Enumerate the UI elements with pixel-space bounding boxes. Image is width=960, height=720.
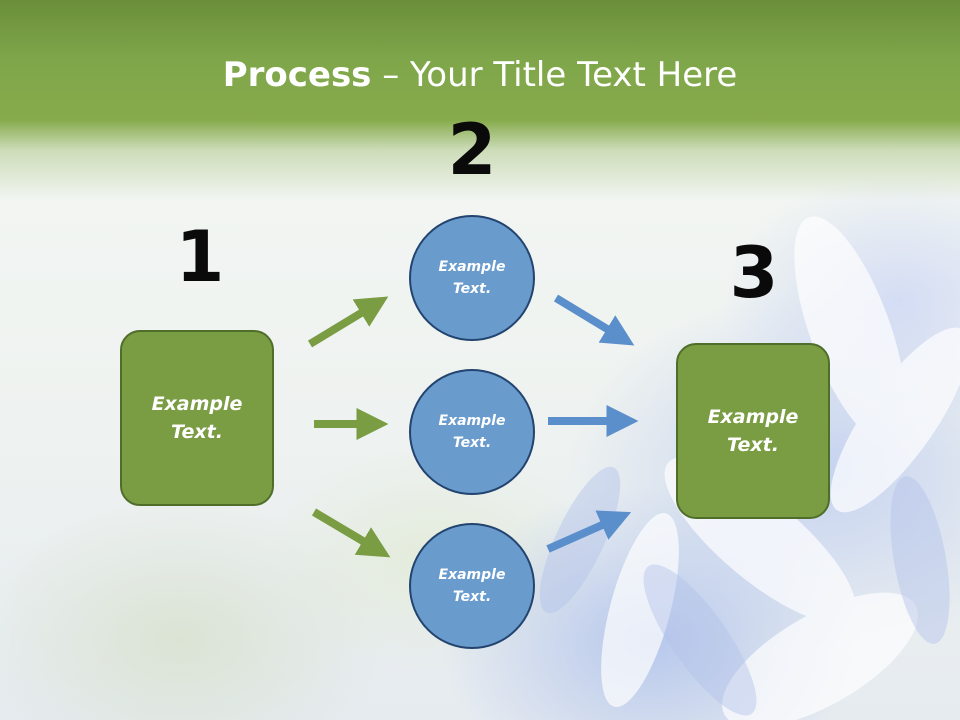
step-2-circle-top: Example Text.	[409, 215, 535, 341]
step-1-box: Example Text.	[120, 330, 274, 506]
title-bold: Process	[222, 55, 372, 95]
step-3-text: Example Text.	[707, 405, 799, 457]
step-number-3: 3	[729, 232, 779, 314]
arrow-from-circle-3	[546, 510, 632, 553]
step-2-circle-middle: Example Text.	[409, 369, 535, 495]
arrow-from-circle-1	[553, 294, 635, 346]
step-number-2: 2	[447, 109, 497, 191]
slide-title: Process – Your Title Text Here	[0, 55, 960, 95]
step-number-1: 1	[175, 216, 225, 298]
title-bar	[0, 0, 960, 200]
title-rest: – Your Title Text Here	[371, 55, 738, 95]
circle-middle-text: Example Text.	[438, 412, 506, 451]
step-1-text: Example Text.	[151, 392, 243, 444]
circle-bottom-text: Example Text.	[438, 566, 506, 605]
circle-top-text: Example Text.	[438, 258, 506, 297]
arrow-to-circle-1	[307, 296, 389, 348]
step-2-circle-bottom: Example Text.	[409, 523, 535, 649]
arrow-to-circle-3	[311, 508, 391, 558]
step-3-box: Example Text.	[676, 343, 830, 519]
